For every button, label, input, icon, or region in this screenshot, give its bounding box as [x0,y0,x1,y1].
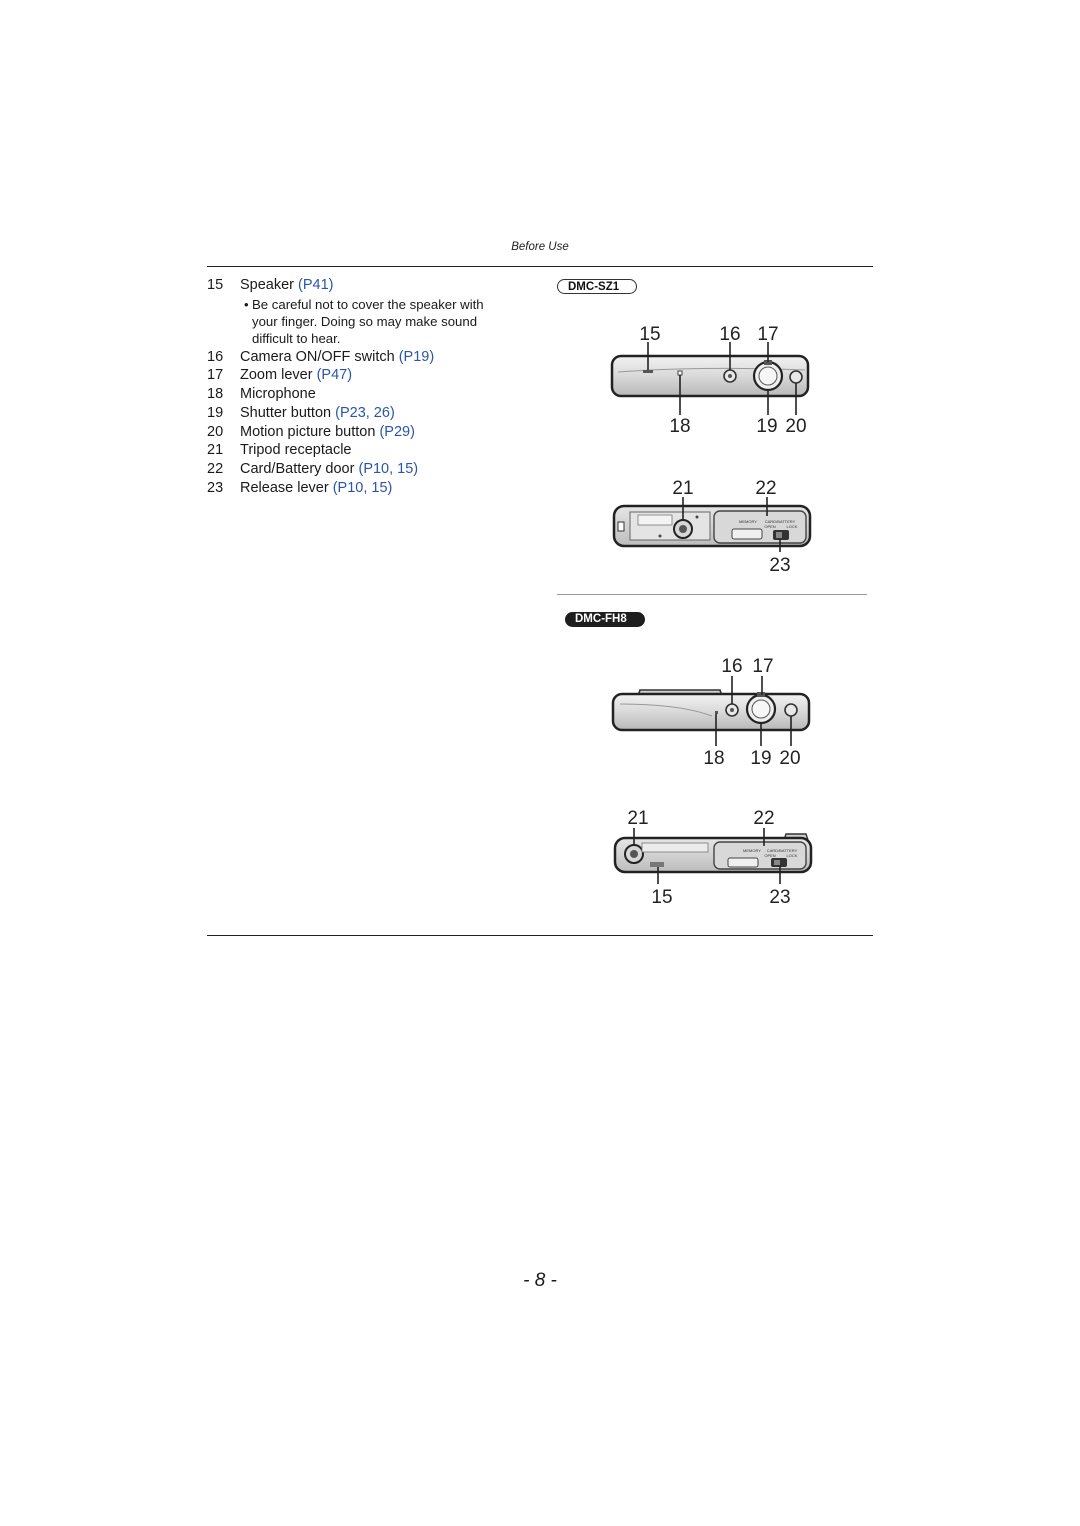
callout-label: 15 [639,324,660,345]
fh8-top-view: 16 17 18 19 20 [611,656,811,769]
callout-label: 17 [752,656,773,677]
callout-label: 23 [769,887,790,908]
part-label: Motion picture button [240,423,376,440]
fh8-bottom-view: MEMORY CARD/BATTERY OPEN LOCK 21 22 15 2… [613,808,813,908]
part-label: Camera ON/OFF switch [240,348,395,365]
part-label: Shutter button [240,404,332,421]
callout-label: 16 [719,324,740,345]
part-number: 17 [207,367,224,384]
part-label: Zoom lever [240,367,313,384]
svg-text:MEMORY: MEMORY [739,519,757,524]
page-reference-link[interactable]: (P47) [316,367,353,384]
callout-label: 23 [769,555,790,576]
header-rule [207,266,873,267]
microphone-icon [715,711,718,714]
sz1-top-view: 15 16 17 18 19 20 [610,324,810,437]
model-divider [557,594,867,595]
callout-label: 20 [779,748,800,769]
page-reference-link[interactable]: (P23, 26) [335,404,395,421]
section-header: Before Use [511,241,569,253]
shutter-button-icon [751,699,771,719]
part-label: Release lever [240,479,329,496]
page-reference-link[interactable]: (P41) [298,277,334,293]
page-reference-link[interactable]: (P29) [379,423,415,440]
callout-label: 22 [753,808,774,829]
speaker-icon [650,862,664,867]
model-badge-sz1: DMC-SZ1 [557,279,637,294]
svg-text:OPEN: OPEN [764,853,775,858]
callout-label: 21 [627,808,648,829]
callout-label: 20 [785,416,806,437]
part-item-16: 16 Camera ON/OFF switch (P19) [207,348,537,367]
part-item-19: 19 Shutter button (P23, 26) [207,404,537,423]
note-line: your finger. Doing so may make sound [252,313,478,329]
part-number: 23 [207,479,224,496]
footer-rule [207,935,873,936]
model-badge-fh8: DMC-FH8 [565,612,645,627]
svg-text:MEMORY: MEMORY [743,848,761,853]
part-item-22: 22 Card/Battery door (P10, 15) [207,460,537,479]
callout-label: 22 [755,478,776,499]
motion-picture-button-icon [784,703,798,717]
callout-label: 15 [651,887,672,908]
shutter-button-icon [758,366,778,386]
part-number: 18 [207,386,224,403]
svg-text:CARD/BATTERY: CARD/BATTERY [767,848,798,853]
part-item-20: 20 Motion picture button (P29) [207,423,537,442]
page-reference-link[interactable]: (P10, 15) [358,460,419,477]
parts-list: 15 Speaker (P41) • Be careful not to cov… [207,276,537,497]
callout-label: 21 [672,478,693,499]
callout-label: 19 [756,416,777,437]
part-item-23: 23 Release lever (P10, 15) [207,479,537,498]
part-label: Microphone [240,386,316,403]
part-label: Tripod receptacle [240,442,352,459]
sz1-bottom-view: MEMORY CARD/BATTERY OPEN LOCK 21 22 23 [612,478,812,576]
svg-text:CARD/BATTERY: CARD/BATTERY [765,519,796,524]
callout-label: 17 [757,324,778,345]
part-number: 20 [207,423,224,440]
speaker-caution-note: • Be careful not to cover the speaker wi… [207,296,537,347]
part-number: 15 [207,277,224,293]
callout-label: 18 [703,748,724,769]
callout-label: 19 [750,748,771,769]
part-number: 19 [207,404,224,421]
part-number: 21 [207,442,224,459]
part-number: 22 [207,460,224,477]
note-line: Be careful not to cover the speaker with [252,296,484,312]
svg-text:OPEN: OPEN [764,524,775,529]
part-item-18: 18 Microphone [207,385,537,404]
part-label: Card/Battery door [240,460,355,477]
speaker-icon [643,370,653,373]
microphone-icon [677,370,683,376]
page-reference-link[interactable]: (P19) [398,348,435,365]
part-label: Speaker [240,277,295,293]
part-item-17: 17 Zoom lever (P47) [207,366,537,385]
callout-label: 18 [669,416,690,437]
motion-picture-button-icon [789,370,803,384]
svg-text:LOCK: LOCK [787,524,798,529]
callout-label: 16 [721,656,742,677]
note-line: difficult to hear. [252,330,341,346]
page-reference-link[interactable]: (P10, 15) [332,479,393,496]
part-item-21: 21 Tripod receptacle [207,441,537,460]
part-item-15: 15 Speaker (P41) [207,276,537,295]
svg-text:LOCK: LOCK [787,853,798,858]
bullet-mark: • [244,296,249,312]
part-number: 16 [207,348,224,365]
page-number: - 8 - [523,1270,557,1291]
